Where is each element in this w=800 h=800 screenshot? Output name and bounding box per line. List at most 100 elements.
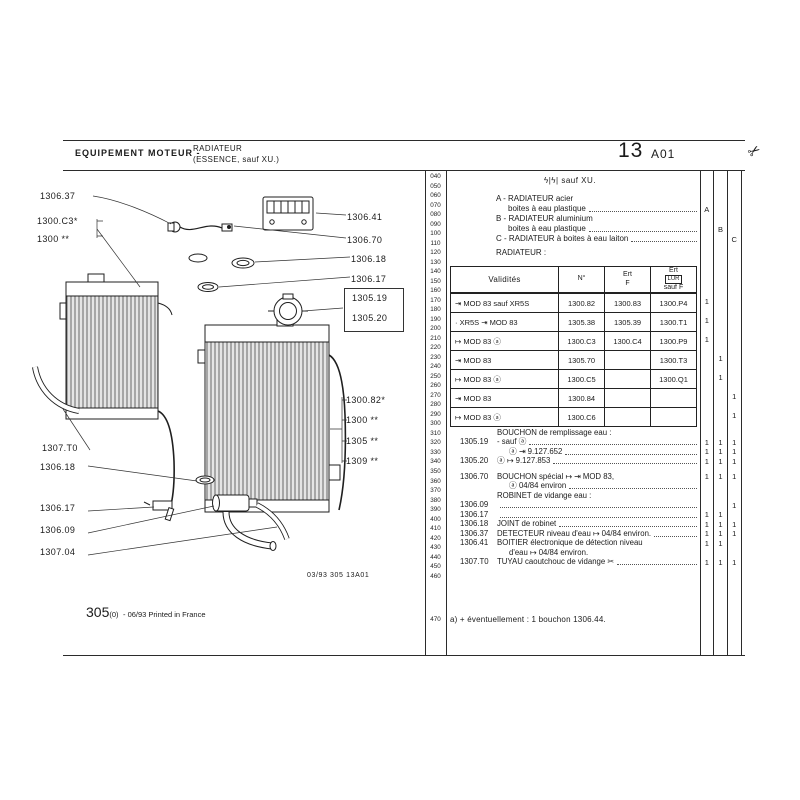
- radiator-steel: [59, 273, 175, 510]
- line-number: 360: [430, 477, 441, 485]
- line-number: 260: [430, 382, 441, 390]
- table-cell-ert_lur: [650, 407, 696, 426]
- dotted-leader: [588, 211, 697, 212]
- part-label: 1300.82*: [346, 395, 386, 405]
- line-number: 300: [430, 420, 441, 428]
- cap-label-box: [344, 288, 404, 332]
- part-label: 1300 **: [346, 415, 379, 425]
- table-cell-validity: ↦ MOD 83 ⓐ: [451, 407, 558, 426]
- radiator-table-header: Validités N° Ert F Ert LUR sauf F: [451, 267, 696, 293]
- line-number: 270: [430, 391, 441, 399]
- drain-hose: [32, 366, 80, 414]
- part-label: 1306.09: [40, 525, 76, 535]
- part-label: 1300.C3*: [37, 216, 78, 226]
- line-text: d'eau ↦ 04/84 environ.: [509, 547, 589, 557]
- part-ref: 1306.70: [460, 471, 489, 481]
- table-cell-num: 1300.C3: [558, 331, 604, 350]
- table-qty-row: 1: [700, 311, 741, 330]
- footer-doc-number: 305: [86, 604, 110, 620]
- table-qty-row: 1: [700, 387, 741, 406]
- line-number: 140: [430, 268, 441, 276]
- part-ref: 1307.T0: [460, 557, 489, 567]
- qty-a: 1: [704, 456, 709, 466]
- dotted-leader: [559, 526, 697, 527]
- qty-b: 1: [718, 354, 723, 363]
- qty-c: 1: [732, 447, 737, 457]
- dotted-leader: [553, 463, 697, 464]
- line-text: BOUCHON de remplissage eau :: [497, 427, 612, 437]
- line-number: 180: [430, 306, 441, 314]
- right-border-line: [741, 170, 742, 655]
- qty-c: 1: [732, 472, 737, 482]
- dotted-leader: [529, 444, 697, 445]
- line-text: TUYAU caoutchouc de vidange ✂: [497, 557, 614, 567]
- qty-c: 1: [732, 411, 737, 420]
- line-number: 190: [430, 315, 441, 323]
- qty-c: C: [731, 234, 737, 244]
- electronic-box: [262, 196, 314, 231]
- line-number: 390: [430, 506, 441, 514]
- line-text: ⓐ ⇥ 9.127.652: [509, 446, 563, 456]
- line-number: 040: [430, 173, 441, 180]
- dotted-leader: [500, 516, 697, 518]
- line-number: 080: [430, 211, 441, 219]
- part-label: 1305.20: [352, 313, 388, 323]
- line-number: 430: [430, 544, 441, 552]
- table-cell-validity: ⇥ MOD 83 sauf XR5S: [451, 293, 558, 312]
- parts-line: d'eau ↦ 04/84 environ.: [460, 548, 741, 558]
- line-text: BOUCHON spécial ↦ ⇥ MOD 83,: [497, 471, 615, 481]
- line-number: 160: [430, 287, 441, 295]
- part-ref: 1306.37: [460, 528, 489, 538]
- line-number: 380: [430, 496, 441, 504]
- table-cell-ert_lur: 1300.T3: [650, 350, 696, 369]
- table-cell-ert_f: 1305.39: [604, 312, 650, 331]
- col-ert-lur-box: LUR: [665, 275, 682, 284]
- qty-b: 1: [718, 519, 723, 529]
- drain-tap-assembly: [143, 475, 290, 540]
- qty-col-b-line: [713, 170, 714, 655]
- qty-a: 1: [704, 447, 709, 457]
- fuel-symbol-note: ϟ|ϟ| sauf XU.: [543, 176, 597, 185]
- qty-a: 1: [704, 557, 709, 567]
- table-cell-ert_lur: 1300.P4: [650, 293, 696, 312]
- table-cell-ert_f: 1300.83: [604, 293, 650, 312]
- col-ert-lur-line3: sauf F: [663, 283, 684, 291]
- subsection-subtitle: (ESSENCE, sauf XU.): [193, 155, 280, 164]
- line-number: 120: [430, 249, 441, 257]
- col-ert-lur-line1: Ert: [669, 267, 678, 275]
- footnote-a: a) + éventuellement : 1 bouchon 1306.44.: [450, 615, 606, 624]
- qty-col-a-line: [700, 170, 701, 655]
- line-number-divider: [446, 170, 447, 655]
- qty-c: 1: [732, 437, 737, 447]
- qty-b: 1: [718, 472, 723, 482]
- line-number: 130: [430, 258, 441, 266]
- print-footer: 305(0) - 06/93 Printed in France: [86, 604, 206, 622]
- table-cell-ert_f: [604, 369, 650, 388]
- part-label: 1306.17: [351, 274, 387, 284]
- line-number: 070: [430, 201, 441, 209]
- line-number: 210: [430, 334, 441, 342]
- part-label: 1306.18: [40, 462, 76, 472]
- qty-a: 1: [704, 297, 709, 306]
- line-text: boites à eau plastique: [508, 224, 586, 234]
- part-ref: 1306.09: [460, 500, 489, 510]
- subsection-title: RADIATEUR: [193, 144, 243, 153]
- page-suffix: A01: [651, 147, 676, 161]
- line-number: 370: [430, 487, 441, 495]
- part-label: 1307.T0: [42, 443, 78, 453]
- line-number: 400: [430, 515, 441, 523]
- col-validites: Validités: [488, 274, 521, 284]
- table-cell-ert_lur: 1300.T1: [650, 312, 696, 331]
- qty-a: 1: [704, 538, 709, 548]
- table-cell-ert_f: 1300.C4: [604, 331, 650, 350]
- qty-b: 1: [718, 456, 723, 466]
- legend-line: A - RADIATEUR acier: [450, 194, 741, 204]
- line-number: 440: [430, 553, 441, 561]
